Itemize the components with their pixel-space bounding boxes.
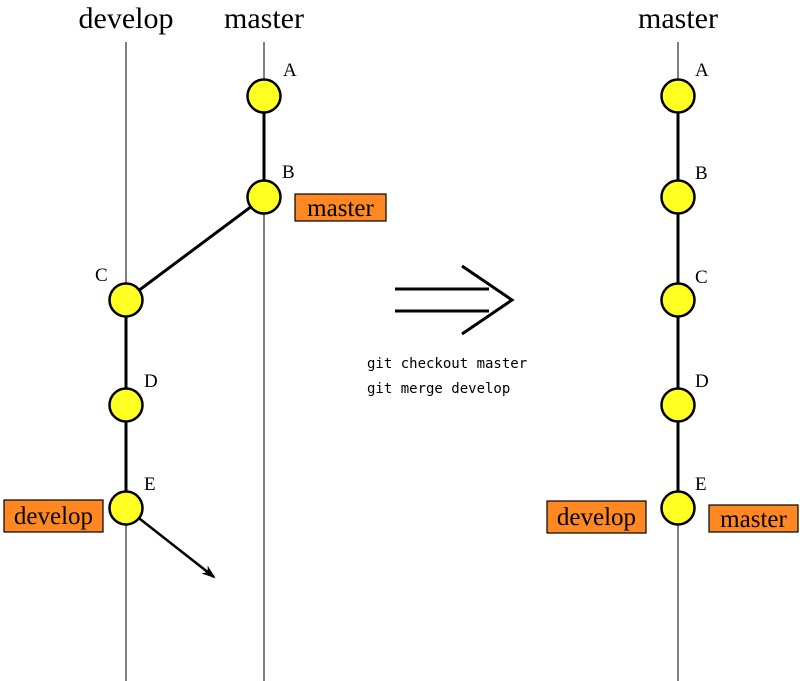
after-commit-c-label: C	[695, 267, 708, 288]
before-graph: develop master A B C D E master develop	[3, 2, 387, 681]
commit-e	[108, 490, 144, 526]
commit-c	[108, 282, 144, 318]
commit-d-label: D	[144, 371, 158, 392]
edge-b-c	[125, 195, 265, 302]
after-commit-a	[660, 78, 696, 114]
after-master-branch-tag: master	[708, 504, 799, 533]
commit-d	[108, 387, 144, 423]
commit-b-label: B	[282, 162, 295, 183]
command-merge: git merge develop	[367, 381, 510, 397]
master-lane-title: master	[224, 2, 304, 35]
after-master-lane-title: master	[638, 2, 718, 35]
master-branch-tag: master	[294, 193, 387, 222]
after-commit-e-label: E	[695, 474, 707, 495]
develop-branch-tag-text: develop	[14, 503, 93, 530]
after-master-branch-tag-text: master	[720, 506, 787, 533]
transition: git checkout master git merge develop	[367, 264, 527, 397]
after-graph: master A B C D E develop master	[546, 2, 799, 681]
commit-b	[246, 179, 282, 215]
commit-a-label: A	[283, 60, 297, 81]
commit-a	[246, 78, 282, 114]
after-commit-d-label: D	[695, 371, 709, 392]
implies-arrow-icon	[395, 264, 515, 336]
after-commit-e	[660, 490, 696, 526]
develop-lane-title: develop	[79, 2, 174, 35]
after-commit-d	[660, 387, 696, 423]
after-develop-branch-tag-text: develop	[557, 504, 636, 531]
develop-branch-tag: develop	[3, 499, 104, 533]
master-branch-tag-text: master	[307, 195, 374, 222]
after-commit-b	[660, 179, 696, 215]
commit-c-label: C	[95, 265, 108, 286]
after-develop-branch-tag: develop	[546, 500, 647, 534]
command-checkout: git checkout master	[367, 356, 527, 372]
after-commit-a-label: A	[695, 60, 709, 81]
future-commit-arrow	[125, 507, 216, 579]
after-commit-b-label: B	[695, 163, 708, 184]
commit-e-label: E	[144, 474, 156, 495]
after-commit-c	[660, 282, 696, 318]
